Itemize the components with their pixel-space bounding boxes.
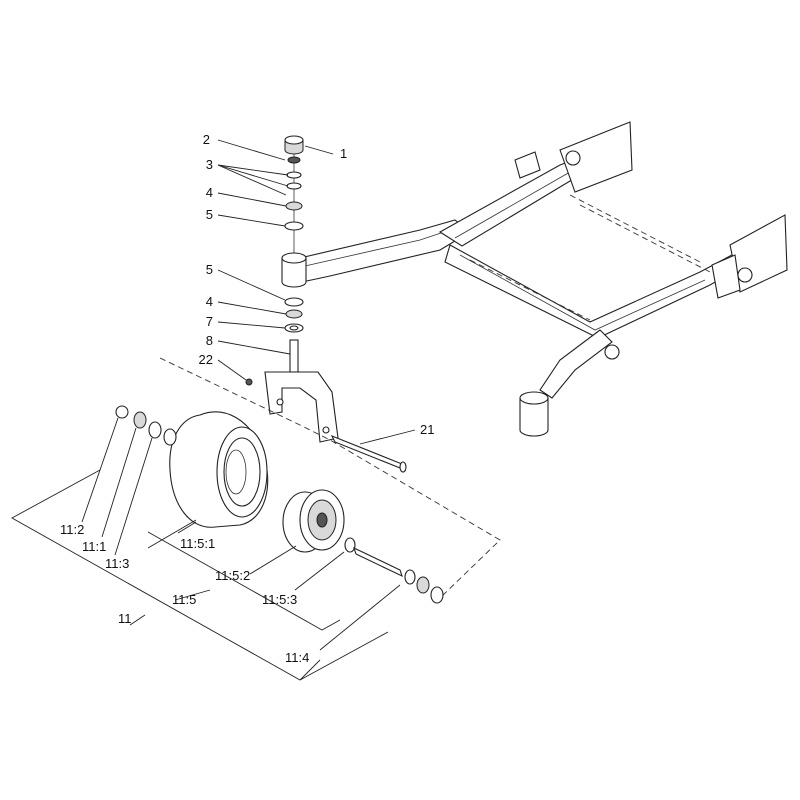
mower-frame <box>299 121 788 437</box>
callout-11-5: 11:5 <box>172 592 196 607</box>
spacer-tube <box>353 546 403 578</box>
callout-8: 8 <box>206 333 213 348</box>
axle-bolt <box>330 434 407 472</box>
callout-7: 7 <box>206 314 213 329</box>
callout-21: 21 <box>420 422 434 437</box>
caster-fork <box>264 371 339 443</box>
callout-1: 1 <box>340 146 347 161</box>
grease-fitting <box>245 378 253 386</box>
callout-11-2: 11:2 <box>60 522 84 537</box>
callout-11-5-1: 11:5:1 <box>180 536 215 551</box>
callout-11-5-2: 11:5:2 <box>215 568 250 583</box>
callout-labels: 2 1 3 4 5 5 4 7 8 22 21 11:2 11:1 11:3 1… <box>60 132 434 665</box>
wheel-assembly <box>115 357 501 604</box>
callout-11-3: 11:3 <box>105 556 129 571</box>
caster-tube <box>281 257 307 288</box>
callout-11-4: 11:4 <box>285 650 309 665</box>
lock-nut <box>287 156 301 164</box>
callout-5-lower: 5 <box>206 262 213 277</box>
callout-22: 22 <box>199 352 213 367</box>
leader-lines <box>11 139 416 681</box>
callout-4-upper: 4 <box>206 185 213 200</box>
caster-stack <box>245 135 339 443</box>
callout-4-lower: 4 <box>206 294 213 309</box>
fork-spindle <box>289 339 299 373</box>
callout-2: 2 <box>203 132 210 147</box>
callout-11-1: 11:1 <box>82 539 106 554</box>
callout-3: 3 <box>206 157 213 172</box>
callout-5-upper: 5 <box>206 207 213 222</box>
callout-11: 11 <box>118 611 132 626</box>
callout-11-5-3: 11:5:3 <box>262 592 297 607</box>
